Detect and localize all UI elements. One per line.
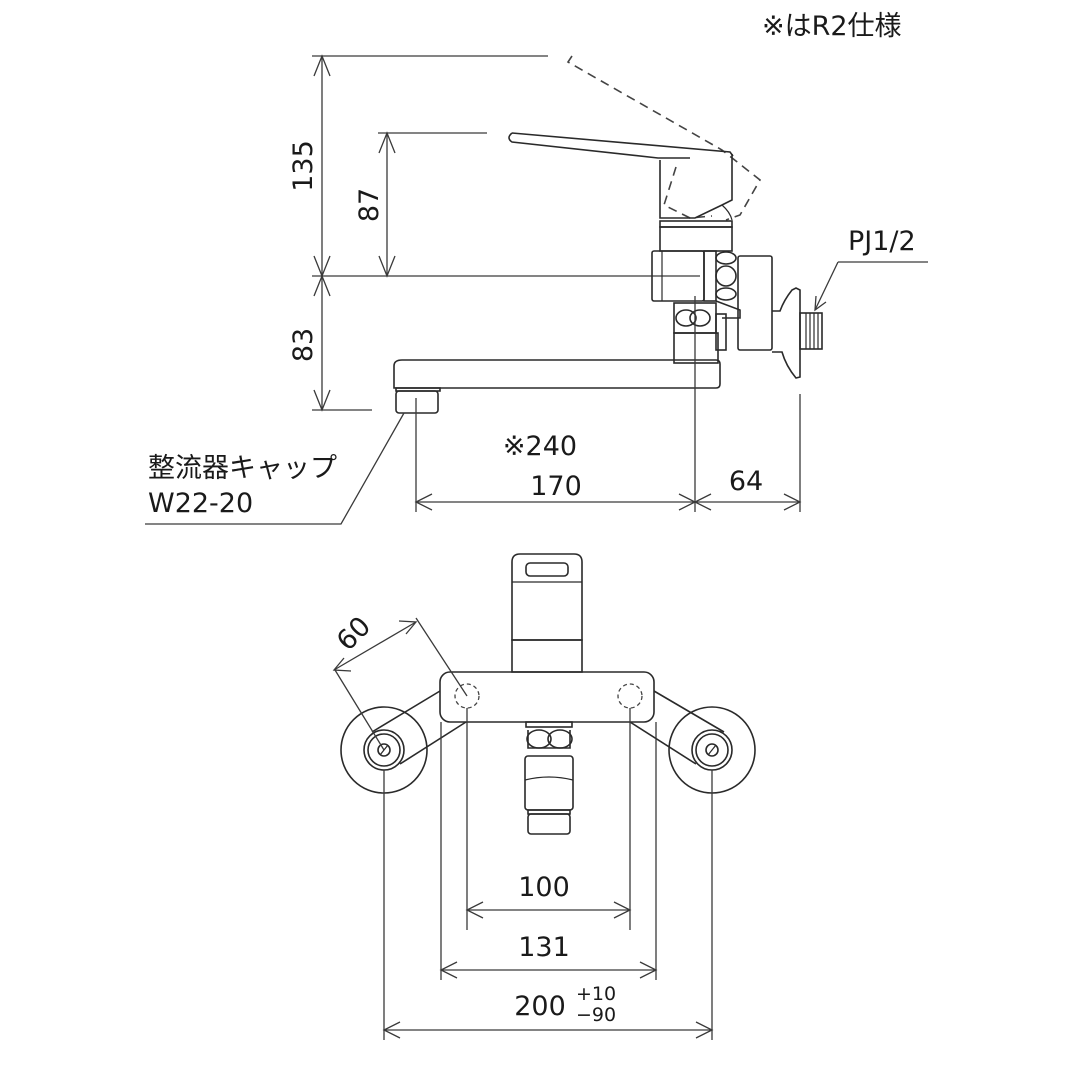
dim-83: 83	[288, 328, 319, 362]
tolerance-minus: −90	[576, 1004, 616, 1026]
tolerance-plus: +10	[576, 983, 616, 1005]
dim-131: 131	[518, 932, 570, 963]
dim-100: 100	[518, 872, 570, 903]
label-aerator-spec: W22-20	[148, 488, 253, 519]
dim-240-r2: ※240	[503, 431, 577, 462]
label-pj12: PJ1/2	[848, 226, 916, 257]
dim-170: 170	[530, 471, 582, 502]
dim-64: 64	[729, 466, 763, 497]
dim-135: 135	[288, 140, 319, 192]
front-view: 60 100 131 200 +10 −90	[331, 553, 756, 1040]
dim-200: 200	[514, 991, 566, 1022]
side-view: 135 87 83	[145, 54, 928, 525]
r2-spec-note: ※はR2仕様	[762, 11, 902, 42]
dim-60: 60	[331, 611, 377, 657]
label-aerator-cap: 整流器キャップ	[148, 453, 337, 484]
dim-87: 87	[354, 188, 385, 222]
